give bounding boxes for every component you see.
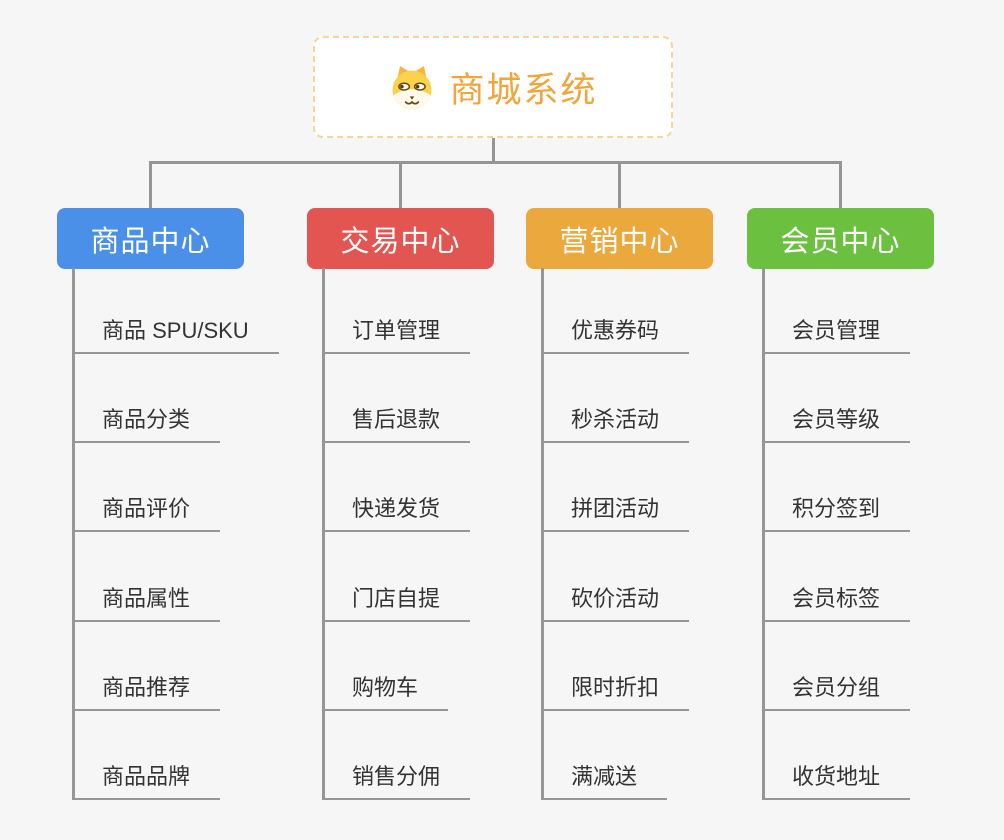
leaf-node[interactable]: 商品 SPU/SKU bbox=[72, 318, 279, 354]
leaf-node[interactable]: 售后退款 bbox=[322, 407, 471, 443]
leaf-node[interactable]: 限时折扣 bbox=[541, 675, 690, 711]
leaf-node[interactable]: 商品分类 bbox=[72, 407, 221, 443]
branch-header-product-center[interactable]: 商品中心 bbox=[57, 208, 244, 269]
connector-drop-line bbox=[839, 161, 842, 208]
leaf-node[interactable]: 门店自提 bbox=[322, 586, 471, 622]
leaf-node[interactable]: 秒杀活动 bbox=[541, 407, 690, 443]
leaf-node[interactable]: 会员等级 bbox=[762, 407, 911, 443]
connector-horizontal-bar bbox=[149, 161, 840, 164]
branch-label: 会员中心 bbox=[780, 225, 901, 258]
branch-header-marketing-center[interactable]: 营销中心 bbox=[526, 208, 713, 269]
leaf-node[interactable]: 会员管理 bbox=[762, 318, 911, 354]
connector-drop-line bbox=[618, 161, 621, 208]
leaf-node[interactable]: 优惠券码 bbox=[541, 318, 690, 354]
connector-trunk-line bbox=[762, 268, 765, 800]
branch-label: 营销中心 bbox=[559, 225, 680, 258]
connector-trunk-line bbox=[72, 268, 75, 800]
leaf-node[interactable]: 商品推荐 bbox=[72, 675, 221, 711]
branch-trade-center: 交易中心 订单管理 售后退款 快递发货 门店自提 购物车 销售分佣 bbox=[307, 0, 557, 840]
leaf-node[interactable]: 商品评价 bbox=[72, 496, 221, 532]
branch-member-center: 会员中心 会员管理 会员等级 积分签到 会员标签 会员分组 收货地址 bbox=[747, 0, 997, 840]
connector-trunk-line bbox=[322, 268, 325, 800]
leaf-node[interactable]: 销售分佣 bbox=[322, 764, 471, 800]
leaf-node[interactable]: 积分签到 bbox=[762, 496, 911, 532]
mindmap-root-node[interactable]: 商城系统 bbox=[313, 36, 673, 138]
connector-drop-line bbox=[149, 161, 152, 208]
dog-icon bbox=[392, 66, 432, 110]
connector-trunk-line bbox=[541, 268, 544, 800]
leaf-node[interactable]: 购物车 bbox=[322, 675, 449, 711]
leaf-node[interactable]: 满减送 bbox=[541, 764, 668, 800]
branch-label: 商品中心 bbox=[90, 225, 211, 258]
leaf-node[interactable]: 会员分组 bbox=[762, 675, 911, 711]
leaf-node[interactable]: 快递发货 bbox=[322, 496, 471, 532]
branch-product-center: 商品中心 商品 SPU/SKU 商品分类 商品评价 商品属性 商品推荐 商品品牌 bbox=[57, 0, 307, 840]
leaf-node[interactable]: 订单管理 bbox=[322, 318, 471, 354]
branch-header-trade-center[interactable]: 交易中心 bbox=[307, 208, 494, 269]
branch-label: 交易中心 bbox=[340, 225, 461, 258]
leaf-node[interactable]: 商品属性 bbox=[72, 586, 221, 622]
leaf-node[interactable]: 商品品牌 bbox=[72, 764, 221, 800]
connector-drop-line bbox=[399, 161, 402, 208]
branch-header-member-center[interactable]: 会员中心 bbox=[747, 208, 934, 269]
leaf-node[interactable]: 收货地址 bbox=[762, 764, 911, 800]
leaf-node[interactable]: 拼团活动 bbox=[541, 496, 690, 532]
leaf-node[interactable]: 砍价活动 bbox=[541, 586, 690, 622]
root-title: 商城系统 bbox=[449, 70, 598, 110]
connector-root-stub bbox=[492, 138, 495, 162]
leaf-node[interactable]: 会员标签 bbox=[762, 586, 911, 622]
branch-marketing-center: 营销中心 优惠券码 秒杀活动 拼团活动 砍价活动 限时折扣 满减送 bbox=[526, 0, 776, 840]
